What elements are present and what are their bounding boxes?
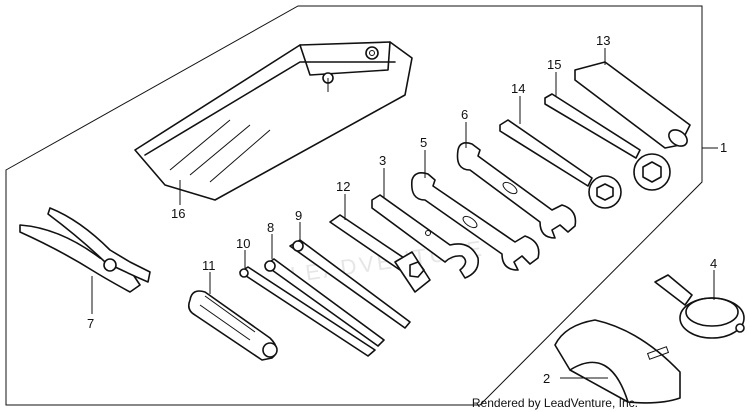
callout-3: 3 — [379, 153, 386, 168]
callout-9: 9 — [295, 208, 302, 223]
box-wrench-14 — [499, 119, 622, 209]
callout-2: 2 — [543, 371, 550, 386]
callout-10: 10 — [236, 236, 250, 251]
sleeve — [574, 61, 691, 149]
callout-16: 16 — [171, 206, 185, 221]
callout-8: 8 — [267, 220, 274, 235]
callout-5: 5 — [420, 135, 427, 150]
box-wrench-15 — [544, 93, 671, 191]
tire-gauge — [654, 274, 745, 339]
pouch — [554, 319, 681, 404]
hook-spanner — [371, 194, 480, 279]
screwdriver-handle — [188, 290, 278, 361]
callout-15: 15 — [547, 57, 561, 72]
tool-bag — [134, 41, 413, 201]
open-wrench-6 — [456, 142, 577, 239]
kit-border — [5, 5, 703, 406]
leader-lines — [91, 48, 718, 379]
socket-wrench — [329, 214, 431, 293]
screwdriver-9 — [289, 239, 411, 329]
callout-14: 14 — [511, 81, 525, 96]
screwdriver-8 — [264, 258, 385, 347]
callout-11: 11 — [202, 258, 216, 273]
pliers — [19, 207, 151, 293]
callout-13: 13 — [596, 33, 610, 48]
callout-1: 1 — [720, 140, 727, 155]
render-credit: Rendered by LeadVenture, Inc. — [471, 396, 638, 410]
callout-7: 7 — [87, 316, 94, 331]
callout-6: 6 — [461, 107, 468, 122]
screwdriver-10 — [239, 266, 376, 357]
callout-4: 4 — [710, 256, 717, 271]
callout-12: 12 — [336, 179, 350, 194]
